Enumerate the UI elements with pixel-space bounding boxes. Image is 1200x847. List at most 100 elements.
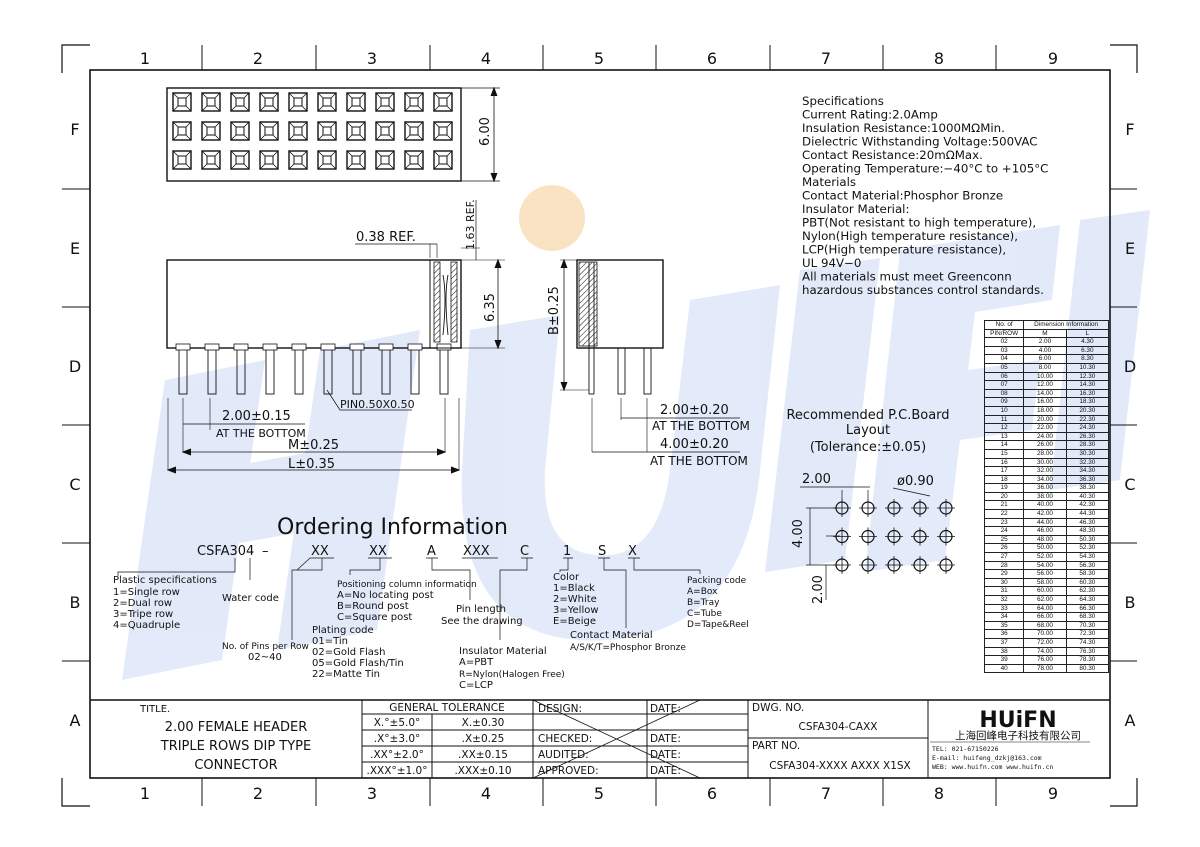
hole-chamfer bbox=[259, 92, 266, 99]
table-cell: 10 bbox=[983, 405, 1025, 416]
row-label: A bbox=[70, 711, 81, 730]
hole-chamfer bbox=[346, 163, 353, 170]
hole-chamfer bbox=[375, 92, 382, 99]
packing-line: D=Tape&Reel bbox=[687, 620, 749, 630]
hole-chamfer bbox=[388, 150, 395, 157]
hole-chamfer bbox=[272, 134, 279, 141]
col-label: 7 bbox=[821, 49, 831, 68]
code-part: – bbox=[262, 544, 269, 559]
contact-hole-inner bbox=[235, 97, 245, 107]
contact-hole bbox=[172, 121, 192, 141]
table-cell: 52.00 bbox=[1023, 552, 1067, 562]
dim-side-at1: AT THE BOTTOM bbox=[652, 419, 750, 433]
contact-hole-inner bbox=[293, 155, 303, 165]
tol-linear: .XX±0.15 bbox=[458, 749, 508, 761]
pcb-hole bbox=[911, 527, 929, 546]
contact-hole-inner bbox=[235, 155, 245, 165]
hole-chamfer bbox=[243, 134, 250, 141]
company-web: WEB: www.huifn.com www.huifn.cn bbox=[932, 763, 1053, 771]
contact-hole bbox=[317, 92, 337, 112]
table-cell: 28 bbox=[983, 560, 1025, 571]
sign-design: DESIGN: bbox=[538, 703, 582, 715]
positioning-line: Positioning column information bbox=[337, 580, 477, 590]
ordering-info: Ordering Information CSFA304 – XX XX A X… bbox=[113, 515, 749, 691]
hole-chamfer bbox=[317, 121, 324, 128]
contact-hole bbox=[201, 150, 221, 170]
contact-hole-inner bbox=[351, 126, 361, 136]
sign-checked: CHECKED: bbox=[538, 733, 592, 745]
pin-shoulder bbox=[407, 343, 423, 351]
contact-hole bbox=[433, 121, 453, 141]
hole-chamfer bbox=[359, 121, 366, 128]
table-cell: 21 bbox=[983, 500, 1025, 511]
hole-chamfer bbox=[359, 134, 366, 141]
insulator-line: Insulator Material bbox=[459, 646, 547, 657]
contact-hole bbox=[288, 92, 308, 112]
hole-chamfer bbox=[375, 134, 382, 141]
hole-chamfer bbox=[214, 150, 221, 157]
hole-chamfer bbox=[330, 163, 337, 170]
contact-hole bbox=[230, 150, 250, 170]
spec-line: Operating Temperature:−40°C to +105°C bbox=[802, 162, 1048, 176]
contact-hole-inner bbox=[409, 155, 419, 165]
table-cell: 38.00 bbox=[1023, 491, 1067, 502]
table-cell: 23 bbox=[983, 517, 1025, 528]
table-header: Dimension Information bbox=[1023, 320, 1109, 330]
table-cell: 60.00 bbox=[1023, 586, 1067, 596]
col-label: 4 bbox=[481, 784, 491, 803]
col-label: 3 bbox=[367, 49, 377, 68]
spec-line: Nylon(High temperature resistance), bbox=[802, 229, 1018, 243]
table-cell: 30.30 bbox=[1065, 448, 1110, 459]
table-cell: 24.00 bbox=[1023, 431, 1067, 442]
contact-hole-inner bbox=[264, 155, 274, 165]
code-part: XX bbox=[369, 544, 387, 559]
table-cell: 20 bbox=[983, 491, 1025, 502]
hole-chamfer bbox=[201, 121, 208, 128]
pins-line: No. of Pins per Row bbox=[222, 642, 309, 652]
table-cell: 12.00 bbox=[1023, 380, 1067, 390]
table-cell: 12.30 bbox=[1065, 371, 1110, 382]
color-line: Color bbox=[553, 572, 580, 583]
table-cell: 22 bbox=[983, 509, 1025, 519]
hole-chamfer bbox=[272, 105, 279, 112]
table-cell: 4.00 bbox=[1023, 345, 1067, 356]
table-cell: 70.00 bbox=[1023, 629, 1067, 639]
contact-hole bbox=[317, 121, 337, 141]
table-cell: 32.30 bbox=[1065, 457, 1110, 468]
hole-chamfer bbox=[359, 105, 366, 112]
hole-chamfer bbox=[243, 105, 250, 112]
contact-hole bbox=[433, 150, 453, 170]
plastic-line: 2=Dual row bbox=[113, 598, 172, 609]
contact-hole bbox=[375, 92, 395, 112]
table-cell: 18.30 bbox=[1065, 397, 1110, 407]
pin-shoulder bbox=[175, 343, 191, 351]
ordering-title: Ordering Information bbox=[277, 515, 508, 540]
code-part: X bbox=[628, 544, 637, 559]
contact-hole bbox=[288, 121, 308, 141]
tol-linear: .XXX±0.10 bbox=[454, 765, 511, 777]
date-label: DATE: bbox=[650, 703, 681, 715]
table-cell: 30 bbox=[983, 577, 1025, 588]
pcb-tolerance: (Tolerance:±0.05) bbox=[810, 440, 926, 455]
hole-chamfer bbox=[388, 92, 395, 99]
pinlen-line: Pin length bbox=[456, 604, 506, 615]
part-label: PART NO. bbox=[752, 740, 800, 752]
code-part: S bbox=[598, 544, 606, 559]
table-cell: 14.30 bbox=[1065, 380, 1110, 390]
table-cell: 76.00 bbox=[1023, 655, 1067, 665]
dim-side-at2: AT THE BOTTOM bbox=[650, 454, 748, 468]
table-cell: 6.00 bbox=[1023, 354, 1067, 364]
hole-chamfer bbox=[272, 121, 279, 128]
table-cell: 32 bbox=[983, 595, 1025, 605]
tol-angle: X.°±5.0° bbox=[374, 717, 421, 729]
row-label: E bbox=[1125, 239, 1135, 258]
table-cell: 37 bbox=[983, 637, 1025, 648]
pcb-hole bbox=[885, 527, 903, 546]
col-label: 8 bbox=[934, 49, 944, 68]
pcb-hole bbox=[833, 556, 851, 574]
table-header: PIN/ROW bbox=[983, 328, 1025, 339]
table-cell: 64.30 bbox=[1065, 595, 1110, 605]
